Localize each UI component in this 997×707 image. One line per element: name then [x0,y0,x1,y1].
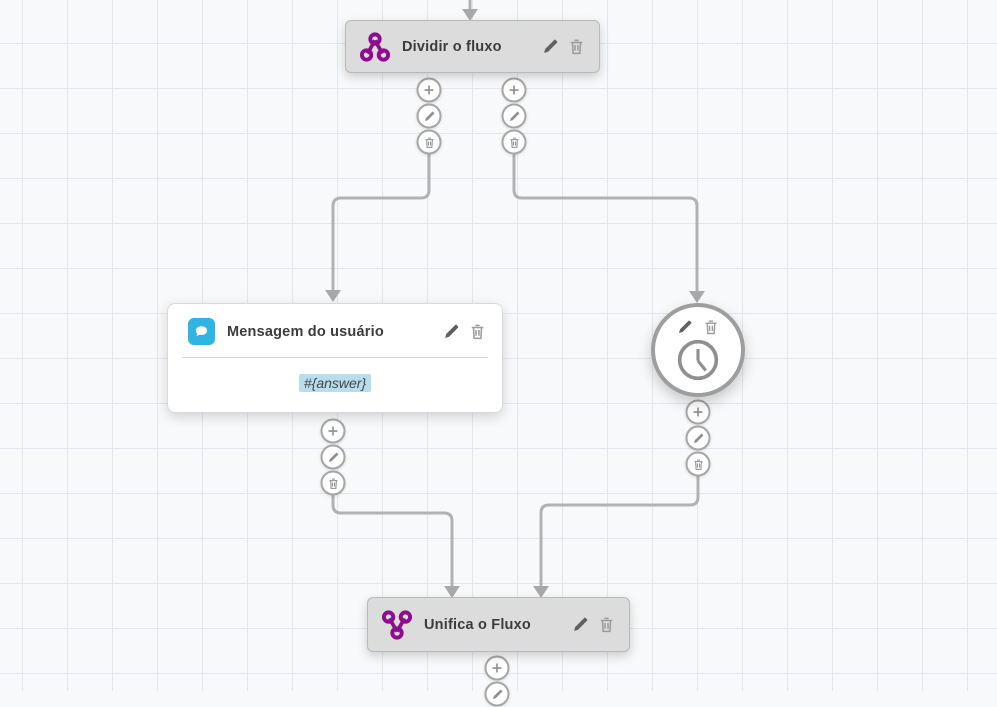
plus-icon [328,426,338,436]
node-split-flow[interactable]: Dividir o fluxo [345,20,600,73]
connector-split-to-timer [512,154,705,303]
pencil-icon [445,324,459,338]
add-port-button[interactable] [320,418,346,444]
add-port-button[interactable] [416,77,442,103]
pencil-icon [492,689,502,699]
plus-icon [693,407,703,417]
delete-node-button[interactable] [598,616,615,633]
pencil-icon [544,39,558,53]
node-merge-title: Unifica o Fluxo [424,616,531,633]
edit-port-button[interactable] [416,103,442,129]
plus-icon [424,85,434,95]
node-merge-flow[interactable]: Unifica o Fluxo [367,597,630,652]
node-divider [182,357,488,358]
connector-timer-to-merge [533,476,700,598]
flow-connectors [325,0,705,598]
pencil-icon [693,433,703,443]
add-port-button[interactable] [685,399,711,425]
clock-icon [676,338,720,382]
node-timer[interactable] [651,303,745,397]
pencil-icon [574,617,588,631]
variable-chip[interactable]: #{answer} [298,374,372,392]
delete-port-button[interactable] [685,451,711,477]
split-flow-icon [360,31,390,62]
delete-port-button[interactable] [320,470,346,496]
edit-node-button[interactable] [542,38,559,55]
edit-port-button[interactable] [484,681,510,707]
plus-icon [492,663,502,673]
connector-incoming-top [462,0,478,21]
trash-icon [600,617,613,633]
pencil-icon [328,452,338,462]
delete-node-button[interactable] [703,319,719,335]
edit-node-button[interactable] [443,323,460,340]
edit-port-button[interactable] [685,425,711,451]
delete-node-button[interactable] [469,323,486,340]
trash-icon [328,478,338,489]
connector-split-to-message [325,154,431,302]
node-split-title: Dividir o fluxo [402,38,502,55]
connector-message-to-merge [331,495,460,598]
add-port-button[interactable] [501,77,527,103]
add-port-button[interactable] [484,655,510,681]
pencil-icon [679,320,692,333]
trash-icon [509,137,519,148]
delete-port-button[interactable] [501,129,527,155]
trash-icon [693,459,703,470]
chat-bubble-icon [188,318,215,345]
pencil-icon [509,111,519,121]
trash-icon [570,39,583,55]
delete-node-button[interactable] [568,38,585,55]
edit-node-button[interactable] [677,319,693,335]
plus-icon [509,85,519,95]
trash-icon [705,320,717,334]
node-user-message-title: Mensagem do usuário [227,323,384,340]
delete-port-button[interactable] [416,129,442,155]
trash-icon [424,137,434,148]
edit-port-button[interactable] [501,103,527,129]
node-user-message[interactable]: Mensagem do usuário #{answer} [167,303,503,413]
merge-flow-icon [382,609,412,640]
edit-node-button[interactable] [572,616,589,633]
edit-port-button[interactable] [320,444,346,470]
trash-icon [471,324,484,340]
pencil-icon [424,111,434,121]
